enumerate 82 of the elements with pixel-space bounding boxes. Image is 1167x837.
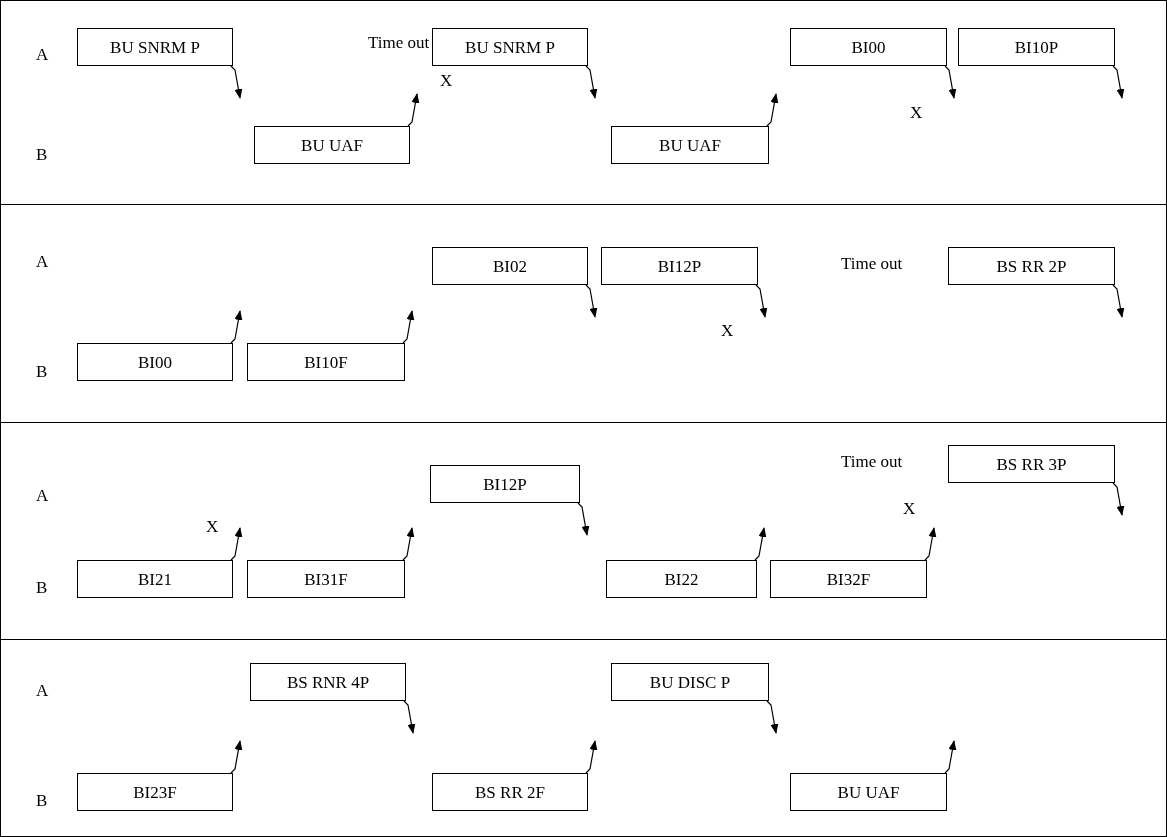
arrow xyxy=(766,700,779,734)
arrow xyxy=(944,740,957,774)
arrow xyxy=(230,527,243,561)
station-label: A xyxy=(36,487,49,504)
frame-name: BU UAF xyxy=(659,136,721,154)
arrow xyxy=(754,527,767,561)
loss-mark: X xyxy=(440,72,453,89)
arrow xyxy=(755,284,768,318)
arrow xyxy=(577,502,590,536)
frame-box xyxy=(790,28,947,66)
arrow xyxy=(585,284,598,318)
frame-name: BU UAF xyxy=(837,783,900,801)
timeout-note: Time out xyxy=(368,34,430,51)
arrow xyxy=(766,93,779,127)
frame-box xyxy=(770,560,927,598)
arrow xyxy=(402,310,415,344)
frame-name: BI32F xyxy=(826,570,871,588)
arrow xyxy=(1112,284,1125,318)
arrow xyxy=(407,93,420,127)
frame-name: BU DISC P xyxy=(649,673,731,691)
frame-box xyxy=(432,773,588,811)
frame-box xyxy=(247,343,405,381)
loss-mark: X xyxy=(910,104,923,121)
frame-box xyxy=(611,126,769,164)
frame-box xyxy=(432,28,588,66)
frame-name: BS RR 3P xyxy=(996,455,1067,473)
frame-name: BU SNRM P xyxy=(465,38,555,56)
frame-box xyxy=(77,560,233,598)
arrow xyxy=(230,310,243,344)
frame-box xyxy=(77,343,233,381)
frame-name: BU UAF xyxy=(301,136,363,154)
frame-box xyxy=(606,560,757,598)
frame-name: BI31F xyxy=(304,570,348,588)
frame-box xyxy=(958,28,1115,66)
frame-box xyxy=(948,247,1115,285)
station-label: A xyxy=(36,46,49,63)
frame-box xyxy=(254,126,410,164)
frame-box xyxy=(611,663,769,701)
arrow xyxy=(1112,482,1125,516)
station-label: B xyxy=(36,363,48,380)
frame-box xyxy=(948,445,1115,483)
frame-box xyxy=(432,247,588,285)
arrow xyxy=(230,740,243,774)
frame-box xyxy=(601,247,758,285)
frame-name: BI00 xyxy=(851,38,886,56)
frame-name: BI10F xyxy=(304,353,348,371)
frame-name: BS RR 2P xyxy=(996,257,1067,275)
arrow xyxy=(1112,65,1125,99)
station-label: A xyxy=(36,253,49,270)
frame-name: BI12P xyxy=(483,475,527,493)
timeout-note: Time out xyxy=(841,255,903,272)
arrow xyxy=(585,65,598,99)
loss-mark: X xyxy=(903,500,916,517)
timeout-note: Time out xyxy=(841,453,903,470)
arrow xyxy=(403,700,416,734)
arrow xyxy=(402,527,415,561)
loss-mark: X xyxy=(206,518,219,535)
frame-box xyxy=(430,465,580,503)
arrow xyxy=(924,527,937,561)
frame-box xyxy=(77,773,233,811)
frame-box xyxy=(247,560,405,598)
frame-name: BI22 xyxy=(664,570,699,588)
frame-name: BI10P xyxy=(1014,38,1059,56)
arrow xyxy=(944,65,957,99)
frame-name: BI21 xyxy=(138,570,172,588)
frame-name: BU SNRM P xyxy=(110,38,200,56)
frame-name: BS RR 2F xyxy=(475,783,545,801)
frame-name: BI12P xyxy=(657,257,702,275)
frame-box xyxy=(77,28,233,66)
frame-box xyxy=(790,773,947,811)
frame-box xyxy=(250,663,406,701)
frame-name: BI00 xyxy=(138,353,172,371)
frame-name: BI23F xyxy=(133,783,177,801)
frame-name: BS RNR 4P xyxy=(286,673,370,691)
loss-mark: X xyxy=(721,322,734,339)
frame-name: BI02 xyxy=(493,257,527,275)
station-label: B xyxy=(36,146,48,163)
station-label: B xyxy=(36,792,48,809)
station-label: B xyxy=(36,579,48,596)
station-label: A xyxy=(36,682,49,699)
arrow xyxy=(230,65,243,99)
arrow xyxy=(585,740,598,774)
